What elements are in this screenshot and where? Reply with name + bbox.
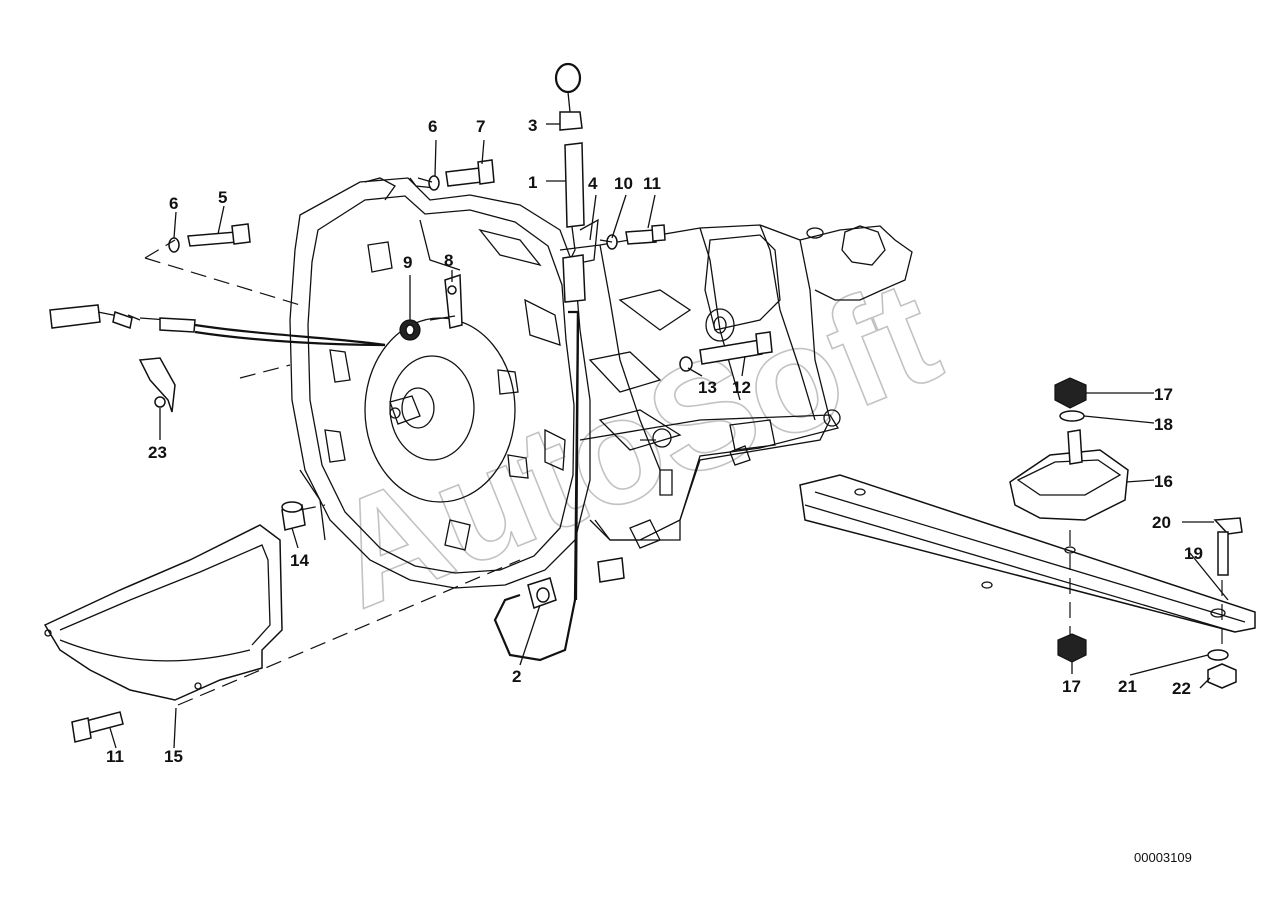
callout-11a: 11 <box>643 174 661 193</box>
dipstick-assembly <box>493 62 599 662</box>
callout-22: 22 <box>1172 679 1191 698</box>
callout-6a: 6 <box>169 194 178 213</box>
leader-lines <box>109 123 1229 749</box>
callout-7: 7 <box>476 117 485 136</box>
callout-8: 8 <box>444 251 453 270</box>
callout-17a: 17 <box>1154 385 1173 404</box>
gearbox-body <box>559 224 913 549</box>
small-parts <box>71 159 773 743</box>
callout-15: 15 <box>164 747 183 766</box>
callout-2: 2 <box>512 667 521 686</box>
callout-13: 13 <box>698 378 717 397</box>
callout-9: 9 <box>403 253 412 272</box>
document-number: 00003109 <box>1134 850 1192 865</box>
callout-10: 10 <box>614 174 633 193</box>
callout-1: 1 <box>528 173 537 192</box>
callout-21: 21 <box>1118 677 1137 696</box>
callout-18: 18 <box>1154 415 1173 434</box>
callout-6b: 6 <box>428 117 437 136</box>
callout-11b: 11 <box>106 747 124 766</box>
callout-3: 3 <box>528 116 537 135</box>
callout-19: 19 <box>1184 544 1203 563</box>
bell-housing <box>289 177 591 589</box>
svg-text:AutoSoft: AutoSoft <box>309 247 959 640</box>
cover-plate <box>43 524 283 701</box>
callout-14: 14 <box>290 551 309 570</box>
callout-16: 16 <box>1154 472 1173 491</box>
callout-5: 5 <box>218 188 227 207</box>
shift-cable <box>49 304 386 347</box>
crossmember <box>799 474 1256 633</box>
watermark: AutoSoft <box>308 246 960 641</box>
callout-12: 12 <box>732 378 751 397</box>
callout-labels: 1 2 3 4 5 6 6 7 8 9 10 11 11 12 13 14 15… <box>106 116 1203 766</box>
callout-20: 20 <box>1152 513 1171 532</box>
callout-4: 4 <box>588 174 598 193</box>
engine-mount <box>1009 377 1243 689</box>
callout-23: 23 <box>148 443 167 462</box>
callout-17b: 17 <box>1062 677 1081 696</box>
